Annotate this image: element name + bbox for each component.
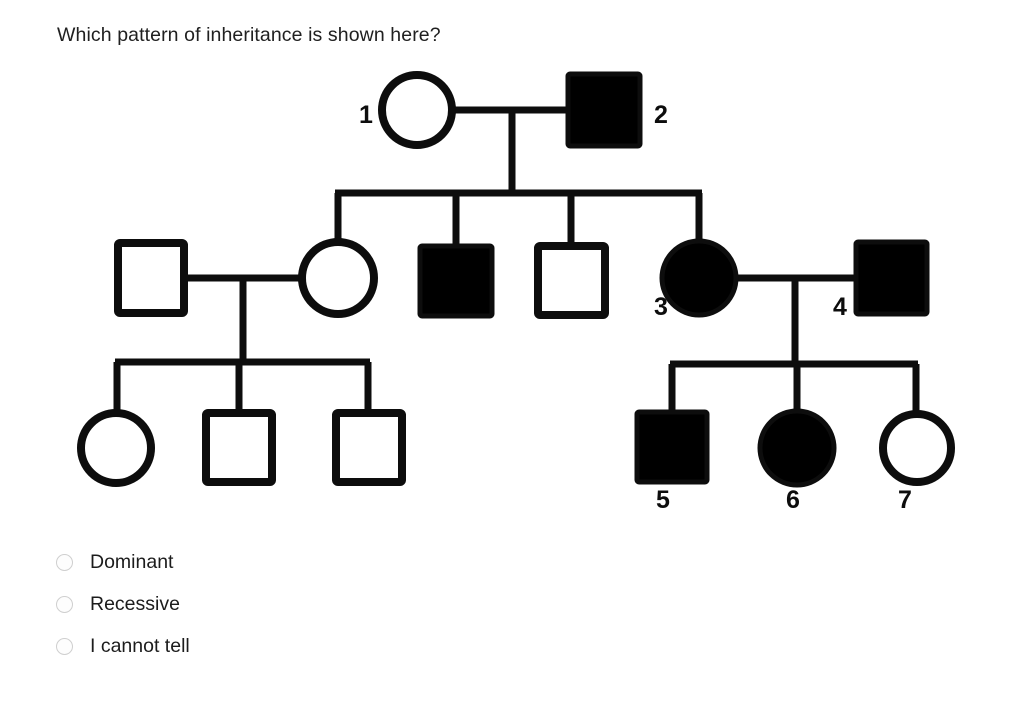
- individual-gen3-2-square-unaffected: [202, 409, 276, 486]
- individual-gen2-spouse-left-square-unaffected: [114, 239, 188, 317]
- individual-2-label: 2: [654, 101, 668, 129]
- individual-gen3-3-square-unaffected: [332, 409, 406, 486]
- radio-button-recessive[interactable]: [56, 595, 73, 613]
- option-row-recessive[interactable]: Recessive: [56, 583, 476, 625]
- individual-2-square-affected: [565, 71, 643, 149]
- page-title: Which pattern of inheritance is shown he…: [57, 24, 441, 46]
- individual-5-label: 5: [656, 486, 670, 514]
- pedigree-diagram: 1 2 3 4 5 6 7: [77, 71, 955, 514]
- option-row-dominant[interactable]: Dominant: [56, 541, 476, 583]
- individual-5-square-affected: [634, 409, 710, 485]
- pedigree-chart: 1 2 3 4 5 6 7: [0, 50, 1024, 520]
- individual-7-label: 7: [898, 486, 912, 514]
- individual-gen3-1-circle-unaffected: [77, 409, 155, 487]
- radio-button-cannot-tell[interactable]: [56, 637, 73, 655]
- option-label-recessive: Recessive: [90, 593, 180, 615]
- option-label-cannot-tell: I cannot tell: [90, 635, 190, 657]
- individual-1-circle-unaffected: [378, 71, 456, 149]
- individual-gen2-1-circle-unaffected: [298, 238, 378, 318]
- individual-6-label: 6: [786, 486, 800, 514]
- individual-4-square-affected: [853, 239, 930, 317]
- pedigree-connector-lines: [113, 106, 920, 414]
- individual-1-label: 1: [359, 101, 373, 129]
- individual-gen2-3-square-unaffected: [534, 242, 609, 319]
- option-row-cannot-tell[interactable]: I cannot tell: [56, 625, 476, 667]
- radio-button-dominant[interactable]: [56, 553, 73, 571]
- individual-4-label: 4: [833, 293, 847, 321]
- answer-options-group[interactable]: Dominant Recessive I cannot tell: [56, 541, 476, 667]
- individual-7-circle-unaffected: [879, 410, 955, 486]
- option-label-dominant: Dominant: [90, 551, 174, 573]
- individual-3-label: 3: [654, 293, 668, 321]
- individual-3-circle-affected: [659, 238, 739, 318]
- individual-6-circle-affected: [757, 408, 837, 488]
- individual-gen2-2-square-affected: [417, 243, 495, 319]
